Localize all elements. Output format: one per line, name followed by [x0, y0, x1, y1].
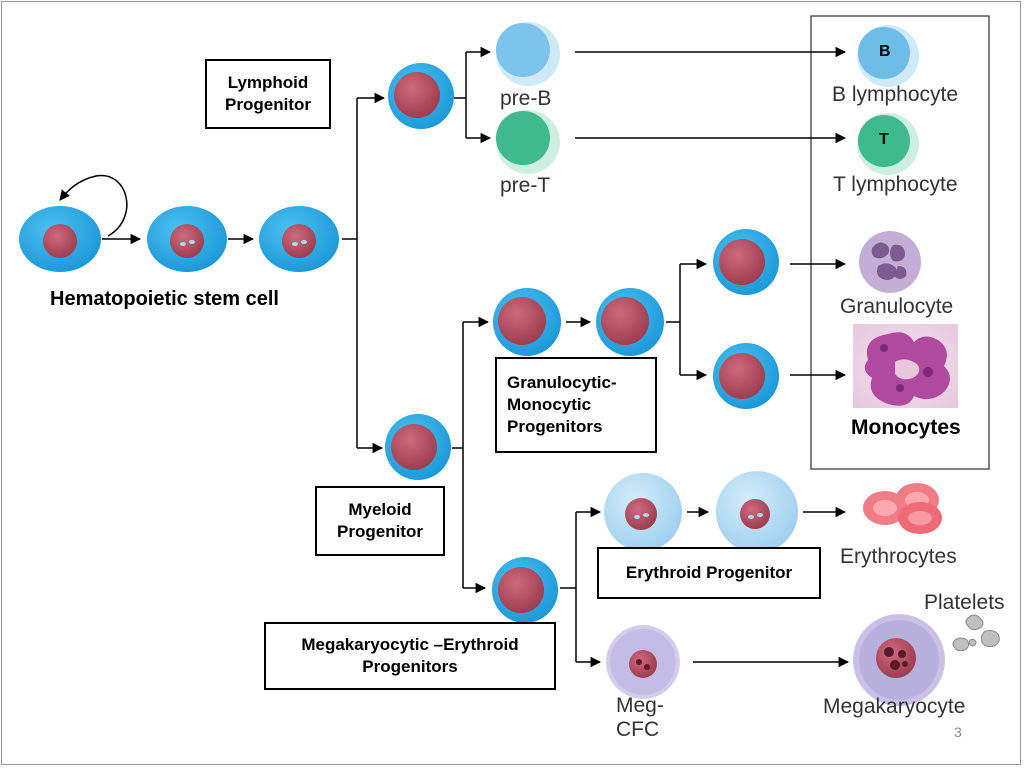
platelets-label: Platelets [924, 591, 1005, 614]
slide-number: 3 [954, 724, 962, 740]
erythroid-progenitor-cell-1 [604, 473, 682, 551]
t-marker: T [879, 131, 889, 148]
megakaryocyte-label: Megakaryocyte [823, 695, 966, 718]
meg-cfc-label: Meg- CFC [616, 694, 664, 741]
hsc-label: Hematopoietic stem cell [50, 288, 279, 310]
b-lymphocyte-cell [857, 25, 919, 87]
megakaryocyte-cell [853, 614, 945, 706]
self-renewal-arrow [59, 174, 128, 237]
granulocytic-monocytic-progenitor-box: Granulocytic- Monocytic Progenitors [495, 357, 657, 453]
monocyte-image [853, 324, 958, 408]
mep-progenitor-cell [492, 557, 558, 623]
monocyte-precursor-cell [713, 343, 779, 409]
hsc-cell-1 [19, 206, 101, 272]
erythroid-progenitor-cell-2 [716, 471, 798, 553]
hsc-cell-2 [147, 206, 227, 272]
meg-cfc-cell [606, 625, 680, 699]
granulocyte-label: Granulocyte [840, 295, 954, 318]
pre-t-cell [496, 110, 560, 174]
lymphoid-progenitor-box: Lymphoid Progenitor [205, 59, 331, 129]
t-lymphocyte-cell [857, 113, 919, 175]
erythrocytes-label: Erythrocytes [840, 545, 957, 568]
b-marker: B [879, 43, 891, 60]
erythroid-progenitor-box: Erythroid Progenitor [597, 547, 821, 599]
hsc-cell-3 [259, 206, 339, 272]
mature-cells-panel [810, 15, 990, 470]
pre-t-label: pre-T [500, 174, 551, 197]
granulocyte-precursor-cell [713, 229, 779, 295]
megakaryocytic-erythroid-progenitor-box: Megakaryocytic –Erythroid Progenitors [264, 622, 556, 690]
myeloid-progenitor-box: Myeloid Progenitor [315, 486, 445, 556]
t-lymphocyte-label: T lymphocyte [833, 173, 958, 196]
platelets-image [952, 614, 1000, 652]
monocytes-label: Monocytes [851, 416, 961, 439]
connector-lines [59, 46, 850, 668]
gm-progenitor-cell-1 [493, 288, 561, 356]
granulocyte-cell [859, 231, 921, 293]
lymphoid-progenitor-cell [388, 63, 454, 129]
myeloid-progenitor-cell [385, 414, 451, 480]
b-lymphocyte-label: B lymphocyte [832, 83, 959, 106]
pre-b-label: pre-B [500, 87, 552, 110]
erythrocytes-image [863, 483, 942, 534]
gm-progenitor-cell-2 [596, 288, 664, 356]
pre-b-cell [496, 22, 560, 86]
